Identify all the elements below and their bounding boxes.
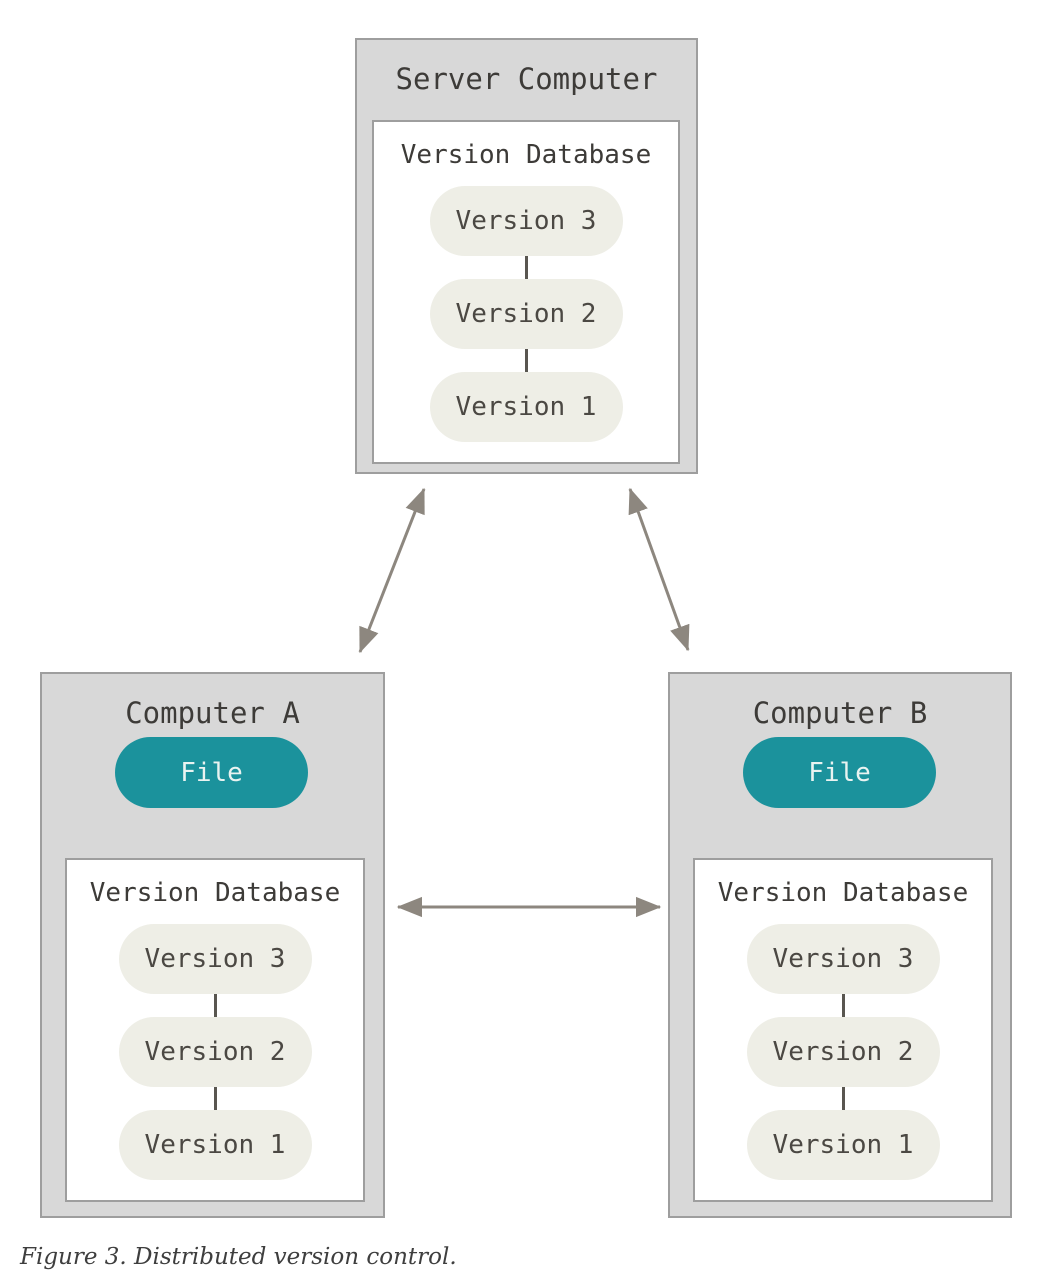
server-version-stack: Version 3 Version 2 Version 1 xyxy=(429,186,623,442)
computer-a-box: Computer A File Version Database Version… xyxy=(40,672,385,1218)
computer-b-version-3-pill: Version 3 xyxy=(746,924,940,994)
computer-a-version-database-label: Version Database xyxy=(89,878,341,908)
figure-caption: Figure 3. Distributed version control. xyxy=(20,1244,457,1270)
server-version-3-pill: Version 3 xyxy=(429,186,623,256)
version-connector-line xyxy=(213,1087,217,1110)
computer-a-file-pill: File xyxy=(115,737,308,808)
computer-b-file-pill: File xyxy=(743,737,936,808)
arrow-server-computer-b xyxy=(628,487,690,652)
computer-a-version-stack: Version 3 Version 2 Version 1 xyxy=(118,924,312,1180)
server-version-database-box: Version Database Version 3 Version 2 Ver… xyxy=(372,120,680,464)
computer-b-box: Computer B File Version Database Version… xyxy=(668,672,1012,1218)
computer-b-version-database-box: Version Database Version 3 Version 2 Ver… xyxy=(693,858,993,1202)
version-connector-line xyxy=(524,256,528,279)
version-connector-line xyxy=(524,349,528,372)
server-version-1-pill: Version 1 xyxy=(429,372,623,442)
computer-a-title: Computer A xyxy=(125,696,300,730)
server-computer-box: Server Computer Version Database Version… xyxy=(355,38,698,474)
computer-b-version-database-label: Version Database xyxy=(717,878,969,908)
arrow-server-computer-a xyxy=(358,487,426,654)
version-connector-line xyxy=(213,994,217,1017)
server-version-2-pill: Version 2 xyxy=(429,279,623,349)
computer-b-version-2-pill: Version 2 xyxy=(746,1017,940,1087)
computer-a-version-3-pill: Version 3 xyxy=(118,924,312,994)
computer-a-version-database-box: Version Database Version 3 Version 2 Ver… xyxy=(65,858,365,1202)
computer-a-version-1-pill: Version 1 xyxy=(118,1110,312,1180)
computer-b-version-1-pill: Version 1 xyxy=(746,1110,940,1180)
computer-b-version-stack: Version 3 Version 2 Version 1 xyxy=(746,924,940,1180)
server-computer-title: Server Computer xyxy=(395,62,658,96)
server-version-database-label: Version Database xyxy=(400,140,652,170)
version-connector-line xyxy=(841,994,845,1017)
version-connector-line xyxy=(841,1087,845,1110)
computer-b-title: Computer B xyxy=(752,696,928,730)
computer-a-version-2-pill: Version 2 xyxy=(118,1017,312,1087)
